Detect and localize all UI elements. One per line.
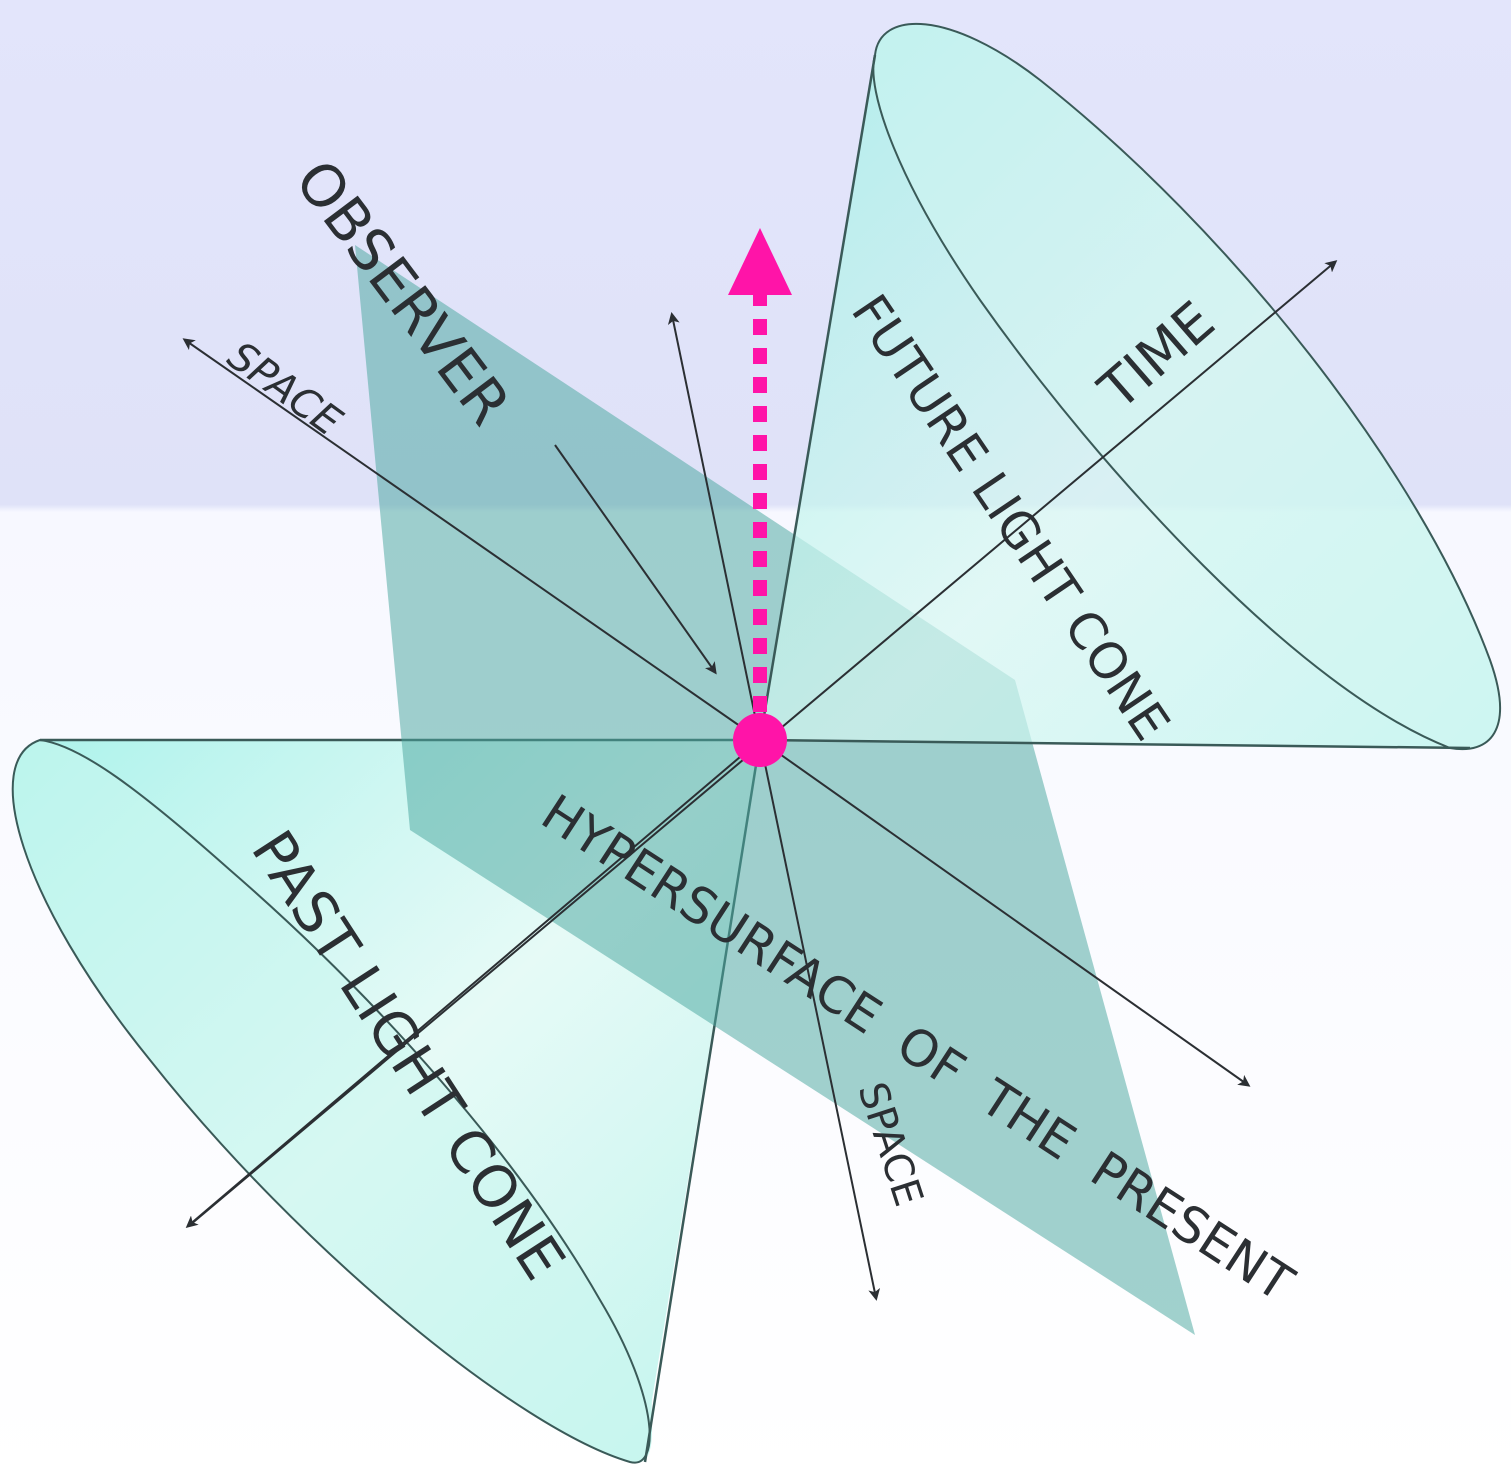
time-axis-back: [185, 739, 761, 1228]
observer-worldline: [728, 228, 792, 767]
future-cone-edge-bottom: [759, 738, 1471, 750]
observer-pointer: [554, 444, 717, 675]
observer-dot-icon: [733, 713, 787, 767]
space-axis-diagonal: [182, 338, 761, 741]
space-axis-vertical-up: [667, 312, 761, 741]
space-axis-diagonal-forward: [759, 739, 1251, 1087]
future-cone-edge-left: [758, 54, 877, 741]
hypersurface-plane: [355, 245, 1195, 1335]
space-axis-vertical-down: [759, 739, 881, 1301]
worldline-arrow-icon: [728, 228, 792, 295]
